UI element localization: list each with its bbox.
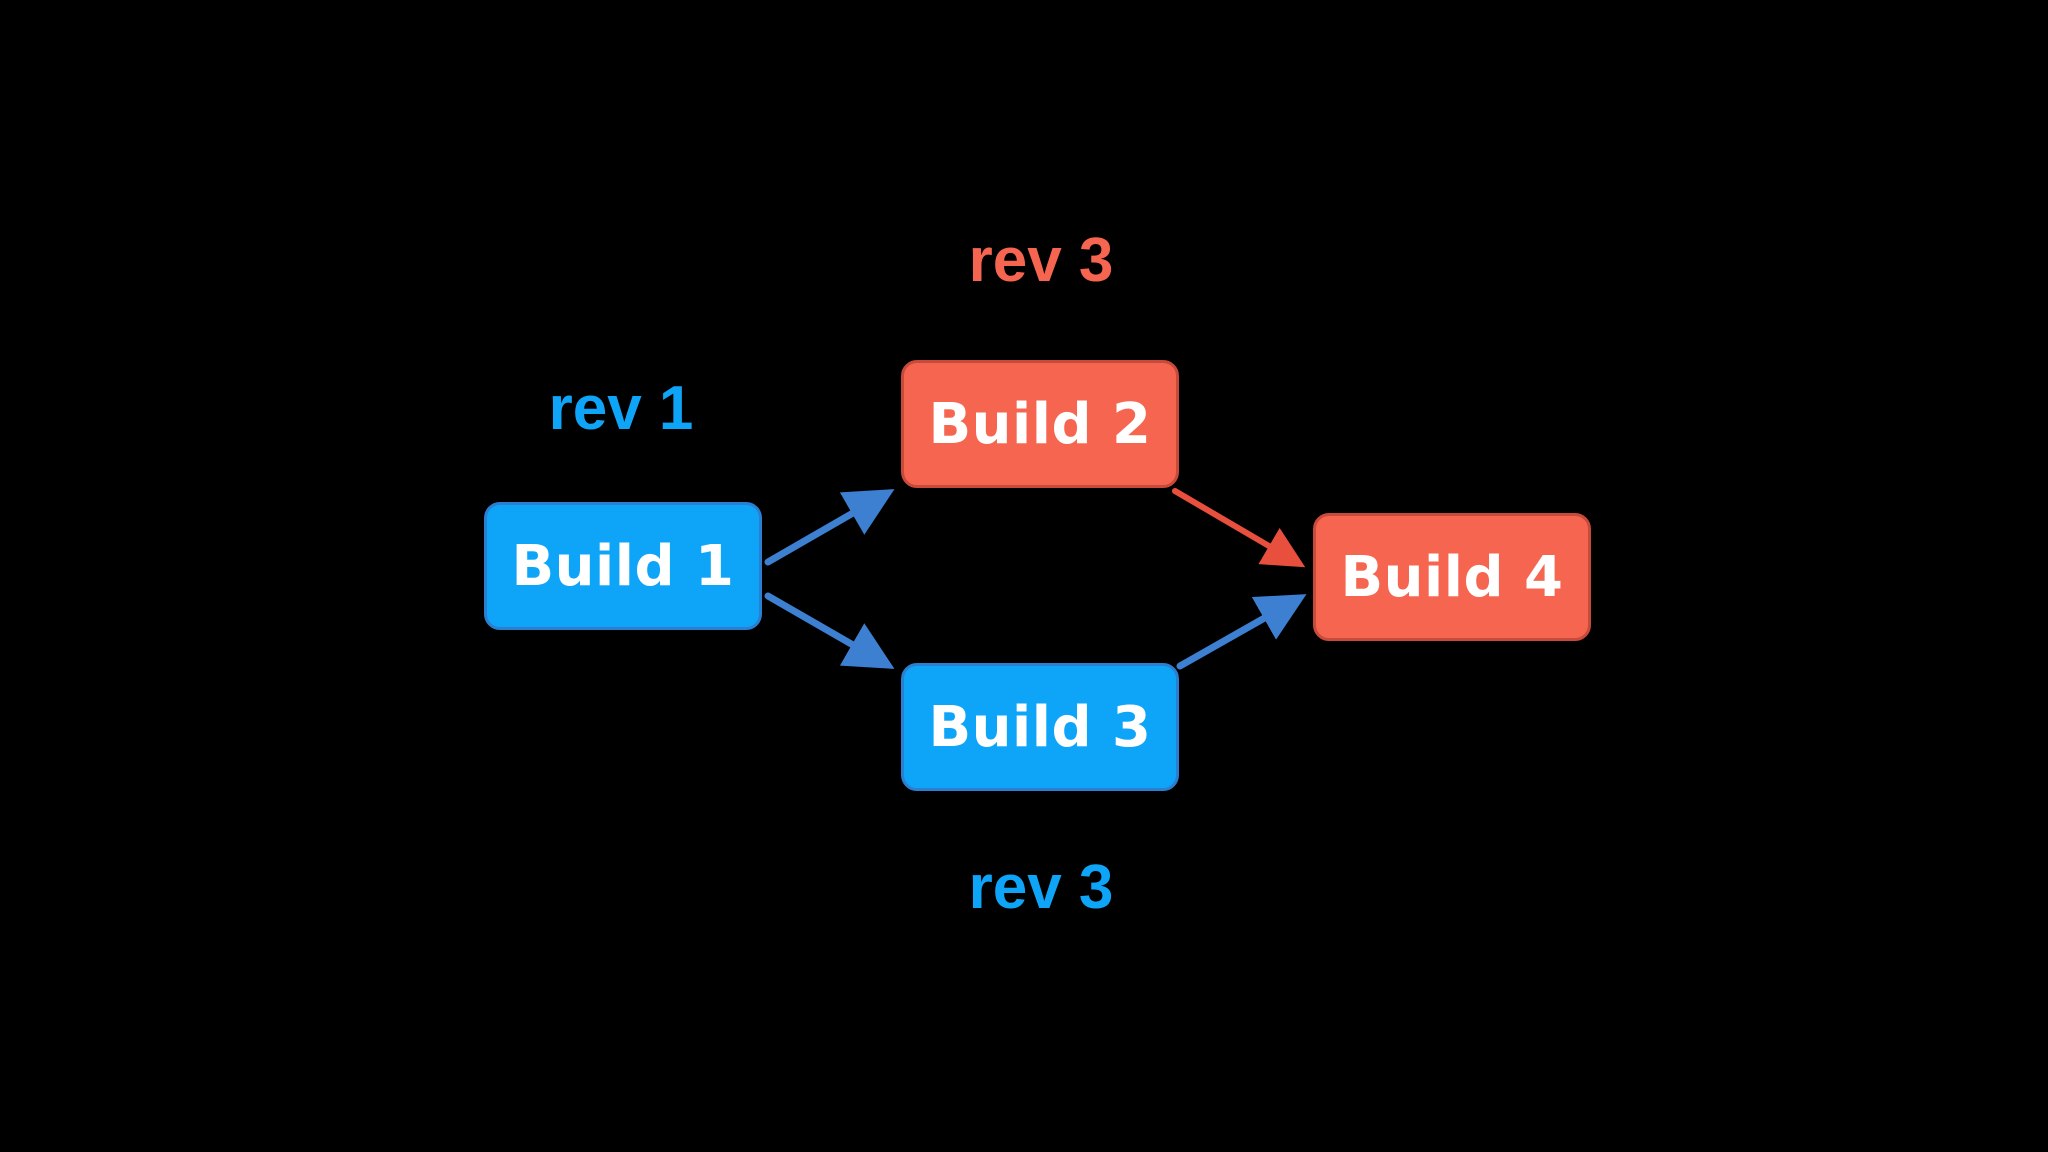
edge-build1-to-build2 (764, 489, 895, 566)
edge-build2-to-build4 (1172, 488, 1306, 568)
build-4-label: Build 4 (1340, 544, 1564, 610)
edge-build1-to-build3 (764, 592, 895, 669)
build-4-node: Build 4 (1313, 513, 1591, 641)
build-2-label: Build 2 (928, 391, 1152, 457)
build-1-label: Build 1 (511, 533, 735, 599)
rev-3-top-label: rev 3 (968, 226, 1114, 295)
build-2-node: Build 2 (901, 360, 1179, 488)
build-3-label: Build 3 (928, 694, 1152, 760)
edge-build3-to-build4 (1176, 594, 1307, 670)
rev-3-bottom-label: rev 3 (968, 853, 1114, 922)
rev-1-label: rev 1 (548, 374, 694, 443)
build-1-node: Build 1 (484, 502, 762, 630)
build-3-node: Build 3 (901, 663, 1179, 791)
